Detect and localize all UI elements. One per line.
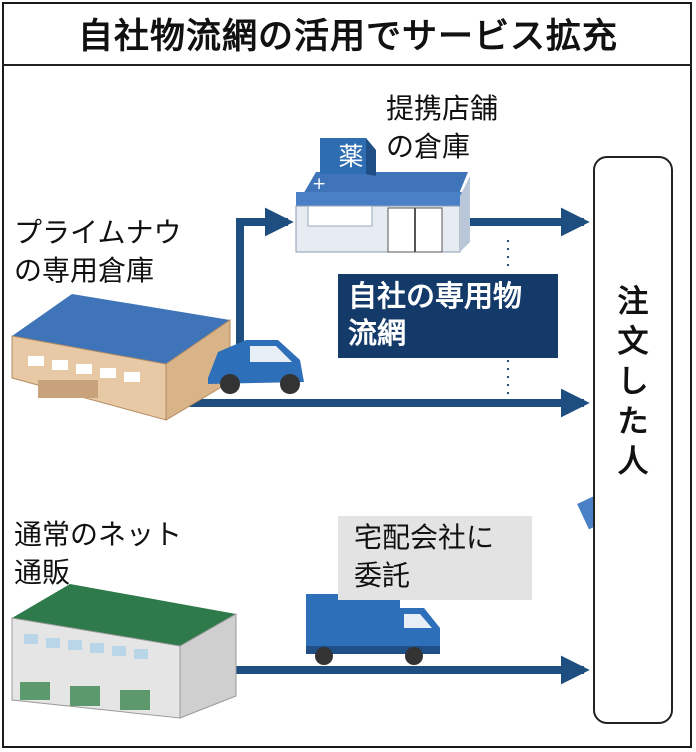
orderer-char-2: 文 xyxy=(617,324,649,360)
orderer-char-3: し xyxy=(617,364,649,400)
partner-store-label-line2: の倉庫 xyxy=(386,130,471,163)
prime-warehouse-building xyxy=(11,294,231,421)
own-network-box: 自社の専用物 流網 xyxy=(338,274,558,358)
partner-store-label-line1: 提携店舗 xyxy=(386,92,499,125)
orderer-char-4: た xyxy=(617,404,649,440)
orderer-label: 注 文 し た 人 xyxy=(612,282,654,482)
pharmacy-sign-label: 薬 xyxy=(338,142,364,171)
delivery-truck xyxy=(306,594,440,665)
prime-warehouse-label-line1: プライムナウ xyxy=(14,216,182,249)
delivery-company-label-line2: 委託 xyxy=(354,559,411,592)
svg-text:+: + xyxy=(312,174,326,194)
orderer-char-5: 人 xyxy=(617,444,649,480)
regular-shop-label-line1: 通常のネット xyxy=(14,518,183,551)
partner-store-building: + xyxy=(295,138,470,253)
arrow-prime-to-store xyxy=(236,207,294,344)
own-network-label-line2: 流網 xyxy=(348,316,407,350)
delivery-company-box: 宅配会社に 委託 xyxy=(338,516,532,600)
orderer-panel xyxy=(593,156,673,724)
prime-warehouse-label-line2: の専用倉庫 xyxy=(14,254,155,287)
route-arrows xyxy=(150,207,590,685)
figure-title: 自社物流網の活用でサービス拡充 xyxy=(77,17,618,57)
title-divider xyxy=(2,64,692,66)
orderer-char-1: 注 xyxy=(617,284,649,320)
regular-shop-label-line2: 通販 xyxy=(14,556,71,589)
delivery-company-label-line1: 宅配会社に xyxy=(354,521,495,554)
own-network-label-line1: 自社の専用物 xyxy=(348,279,523,313)
delivery-car xyxy=(208,340,304,394)
regular-warehouse-building xyxy=(11,584,237,719)
